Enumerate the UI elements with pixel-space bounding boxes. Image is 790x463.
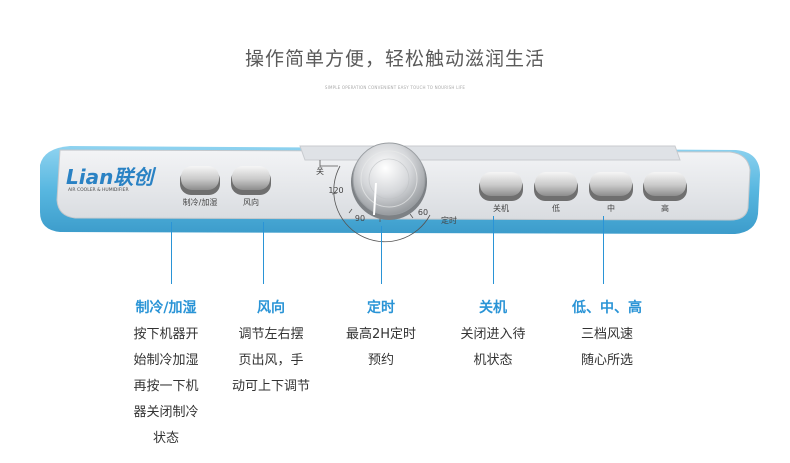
speed-high-button[interactable] [643,172,687,201]
timer-label: 定时 [441,215,457,225]
feature-wind-direction: 风向 调节左右摆 页出风，手 动可上下调节 [211,296,331,400]
feature-line: 按下机器开 [133,327,199,342]
timer-mark-120: 120 [328,186,343,195]
feature-line: 关闭进入待 [460,327,526,342]
timer-mark-60: 60 [418,208,428,217]
speed-high-button-label: 高 [661,203,669,213]
feature-line: 再按一下机 [133,379,199,394]
feature-line: 随心所选 [580,353,633,368]
page-headline: 操作简单方便，轻松触动滋润生活 [244,48,545,70]
feature-line: 调节左右摆 [238,327,304,342]
feature-line: 状态 [152,431,179,446]
feature-line: 页出风，手 [238,353,304,368]
feature-line: 动可上下调节 [231,379,310,394]
callout-line-wind [263,222,264,284]
callout-line-cool [171,222,172,284]
feature-description: 关闭进入待 机状态 [433,322,553,374]
feature-line: 预约 [367,353,394,368]
feature-description: 最高2H定时 预约 [321,322,441,374]
feature-description: 三档风速 随心所选 [547,322,667,374]
timer-knob[interactable] [351,142,427,220]
speed-medium-button[interactable] [589,172,633,201]
speed-low-button[interactable] [534,172,578,201]
timer-mark-90: 90 [355,214,365,223]
speed-low-button-label: 低 [552,203,560,213]
wind-direction-button-label: 风向 [243,197,259,207]
callout-line-timer [381,226,382,284]
callout-line-power [493,216,494,284]
speed-medium-button-label: 中 [607,203,615,213]
timer-dial [319,160,431,243]
feature-title: 关机 [479,300,507,316]
feature-cool-humidify: 制冷/加湿 按下机器开 始制冷加湿 再按一下机 器关闭制冷 状态 [106,296,226,452]
feature-line: 机状态 [473,353,513,368]
feature-line: 始制冷加湿 [133,353,199,368]
feature-description: 按下机器开 始制冷加湿 再按一下机 器关闭制冷 状态 [106,322,226,452]
brand-logo: Lian联创 [66,165,156,189]
feature-timer: 定时 最高2H定时 预约 [321,296,441,374]
feature-power-off: 关机 关闭进入待 机状态 [433,296,553,374]
feature-line: 器关闭制冷 [133,405,199,420]
feature-fan-speed: 低、中、高 三档风速 随心所选 [547,296,667,374]
cool-humidify-button-label: 制冷/加湿 [183,197,218,207]
feature-title: 制冷/加湿 [135,300,197,316]
feature-line: 最高2H定时 [345,327,417,342]
wind-direction-button[interactable] [231,166,271,195]
timer-off-label: 关 [316,166,324,176]
feature-line: 三档风速 [580,327,633,342]
feature-description: 调节左右摆 页出风，手 动可上下调节 [211,322,331,400]
page-subheadline: SIMPLE OPERATION CONVENIENT EASY TOUCH T… [324,85,466,90]
power-off-button-label: 关机 [493,203,509,213]
feature-title: 定时 [367,300,395,316]
callout-line-speed [603,216,604,284]
feature-title: 风向 [257,300,285,316]
brand-subtitle: AIR COOLER & HUMIDIFIER [68,187,129,193]
cool-humidify-button[interactable] [180,166,220,195]
power-off-button[interactable] [479,172,523,201]
feature-title: 低、中、高 [572,300,642,316]
